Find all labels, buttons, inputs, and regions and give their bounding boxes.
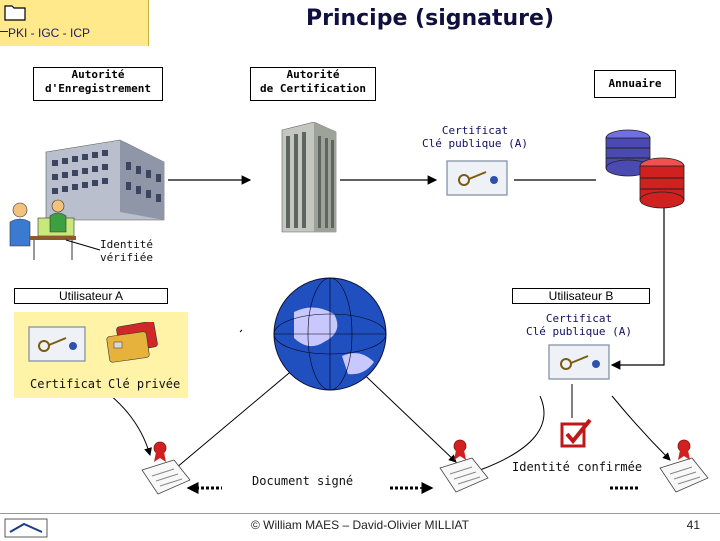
cert-b-caption-line2: Clé publique (A) xyxy=(526,325,632,338)
certificate-label: Certificat xyxy=(30,377,103,391)
cert-b-caption-line1: Certificat xyxy=(545,312,613,325)
signed-document-label: Document signé xyxy=(252,474,354,488)
user-a-box: Utilisateur A xyxy=(14,288,168,304)
certificate-icon xyxy=(28,326,86,362)
certification-authority-box: Autorité de Certification xyxy=(250,67,376,101)
building-icon xyxy=(45,139,165,221)
database-blue-icon xyxy=(605,129,651,177)
section-tab-label: PKI - IGC - ICP xyxy=(8,26,91,40)
cert-b-caption: Certificat Clé publique (A) xyxy=(514,312,644,338)
cert-top-caption-line1: Certificat xyxy=(441,124,509,137)
page-number: 41 xyxy=(686,518,700,532)
database-red-icon xyxy=(639,157,685,209)
directory-box: Annuaire xyxy=(594,70,676,98)
certificate-icon xyxy=(548,344,610,380)
identity-confirmed-label: Identité confirmée xyxy=(512,460,643,474)
arrow-private-key-to-doc xyxy=(109,394,152,456)
document-seal-icon xyxy=(141,441,191,495)
arrow-directory-to-user-b xyxy=(610,200,665,370)
cert-top-caption-line2: Clé publique (A) xyxy=(422,137,528,150)
globe-icon xyxy=(273,277,387,391)
smart-card-icon xyxy=(106,322,158,363)
footer-copyright: © William MAES – David-Olivier MILLIAT xyxy=(251,518,469,532)
footer xyxy=(0,513,720,541)
logo-icon xyxy=(4,518,48,538)
document-seal-icon xyxy=(659,439,709,493)
registration-authority-box: Autorité d'Enregistrement xyxy=(33,67,163,101)
checkmark-icon xyxy=(560,418,592,448)
identity-verified-caption: Identité vérifiée xyxy=(100,238,162,264)
identity-verified-line1: Identité xyxy=(100,238,153,251)
tab-line xyxy=(0,31,8,32)
certificate-icon xyxy=(446,160,508,196)
folder-icon xyxy=(4,5,26,21)
private-key-label: Clé privée xyxy=(108,377,181,391)
tower-building-icon xyxy=(281,122,337,233)
identity-verified-line2: vérifiée xyxy=(100,251,153,264)
user-b-box: Utilisateur B xyxy=(512,288,650,304)
cert-top-caption: Certificat Clé publique (A) xyxy=(410,124,540,150)
document-seal-icon xyxy=(439,439,489,493)
office-workers-icon xyxy=(9,199,76,260)
page-title: Principe (signature) xyxy=(305,6,555,31)
